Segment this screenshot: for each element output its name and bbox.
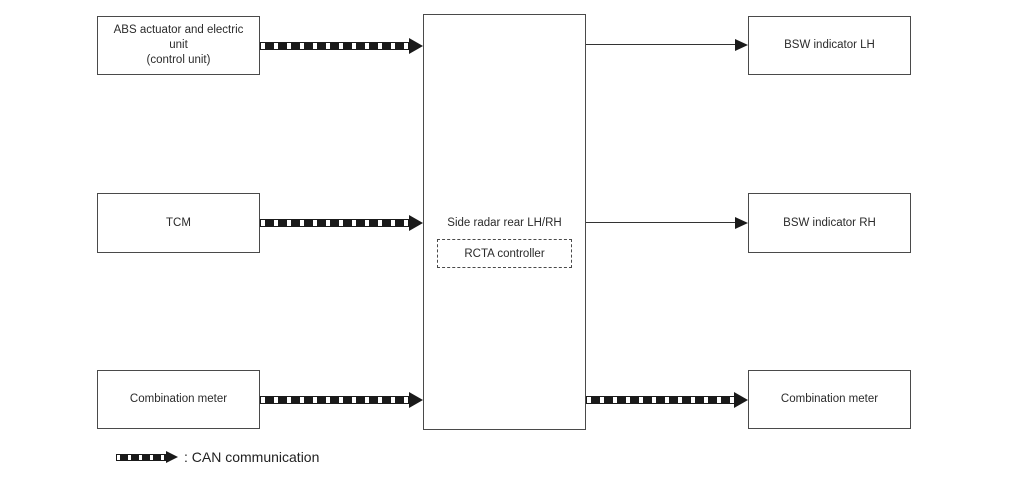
node-abs-actuator-label: ABS actuator and electric unit (control … bbox=[113, 24, 244, 66]
node-rcta-controller-label: RCTA controller bbox=[464, 247, 545, 260]
node-combination-meter-right: Combination meter bbox=[748, 370, 911, 429]
node-tcm: TCM bbox=[97, 193, 260, 253]
node-bsw-indicator-lh: BSW indicator LH bbox=[748, 16, 911, 75]
can-arrow-tcm-to-radar bbox=[260, 215, 423, 231]
arrow-radar-to-bsw-rh bbox=[586, 217, 748, 229]
can-arrow-shaft bbox=[586, 396, 736, 404]
arrowhead-icon bbox=[409, 215, 423, 231]
node-bsw-indicator-rh: BSW indicator RH bbox=[748, 193, 911, 253]
node-combination-meter-right-label: Combination meter bbox=[780, 393, 879, 405]
node-side-radar-label: Side radar rear LH/RH bbox=[447, 217, 562, 229]
node-abs-actuator: ABS actuator and electric unit (control … bbox=[97, 16, 260, 75]
arrowhead-icon bbox=[735, 39, 748, 51]
node-combination-meter-left: Combination meter bbox=[97, 370, 260, 429]
arrowhead-icon bbox=[409, 392, 423, 408]
arrowhead-icon bbox=[734, 392, 748, 408]
arrowhead-icon bbox=[166, 450, 178, 463]
node-tcm-label: TCM bbox=[166, 216, 191, 229]
can-arrow-shaft bbox=[260, 42, 411, 50]
node-bsw-indicator-rh-label: BSW indicator RH bbox=[783, 216, 876, 229]
node-side-radar: Side radar rear LH/RH RCTA controller bbox=[423, 14, 586, 430]
arrow-shaft bbox=[586, 222, 738, 223]
node-combination-meter-left-label: Combination meter bbox=[129, 393, 228, 405]
legend: : CAN communication bbox=[116, 446, 319, 468]
can-arrow-combination-meter-to-radar bbox=[260, 392, 423, 408]
node-rcta-controller: RCTA controller bbox=[437, 239, 572, 268]
node-bsw-indicator-lh-label: BSW indicator LH bbox=[784, 39, 875, 51]
arrowhead-icon bbox=[409, 38, 423, 54]
arrow-radar-to-bsw-lh bbox=[586, 39, 748, 51]
can-arrow-abs-to-radar bbox=[260, 38, 423, 54]
can-arrow-shaft bbox=[116, 453, 167, 461]
arrowhead-icon bbox=[735, 217, 748, 229]
can-arrow-radar-to-combination-meter bbox=[586, 392, 748, 408]
can-arrow-shaft bbox=[260, 396, 411, 404]
can-communication-legend-icon bbox=[116, 450, 178, 464]
can-arrow-shaft bbox=[260, 219, 411, 227]
legend-label: : CAN communication bbox=[184, 449, 320, 465]
arrow-shaft bbox=[586, 44, 738, 45]
